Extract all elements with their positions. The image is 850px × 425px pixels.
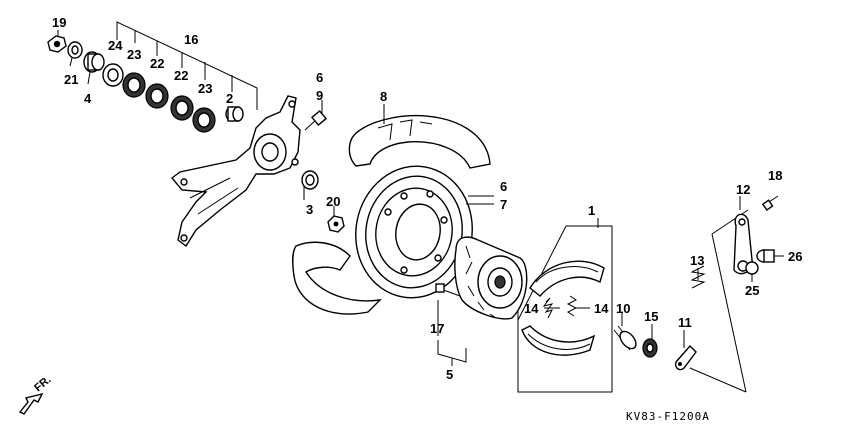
callout-21: 21 xyxy=(64,72,78,87)
nut-19 xyxy=(47,35,67,53)
callout-2: 2 xyxy=(226,91,233,106)
brake-drum xyxy=(435,236,528,320)
collar-2 xyxy=(225,106,244,122)
front-direction-arrow: FR. xyxy=(18,374,54,415)
callout-10: 10 xyxy=(616,301,630,316)
callout-7: 7 xyxy=(500,197,507,212)
diagram-code: KV83-F1200A xyxy=(626,410,710,423)
callout-12: 12 xyxy=(736,182,750,197)
bearing-23b xyxy=(192,107,216,133)
callout-13: 13 xyxy=(690,253,704,268)
bolt-9 xyxy=(304,109,328,131)
callout-23b: 23 xyxy=(198,81,212,96)
indicator-11 xyxy=(674,344,697,371)
leader-lines xyxy=(57,30,784,348)
callout-6b: 6 xyxy=(500,179,507,194)
callout-4: 4 xyxy=(84,91,92,106)
callout-14b: 14 xyxy=(594,301,609,316)
callout-24: 24 xyxy=(108,38,123,53)
brake-shoe-lower xyxy=(521,325,596,356)
seal-24 xyxy=(102,63,124,87)
seal-15 xyxy=(642,338,658,358)
bracket-16 xyxy=(116,21,258,110)
brake-shoe-upper xyxy=(529,260,605,297)
callout-14a: 14 xyxy=(524,301,539,316)
callout-8: 8 xyxy=(380,89,387,104)
callout-19: 19 xyxy=(52,15,66,30)
callout-11: 11 xyxy=(678,315,692,330)
brake-cam-10 xyxy=(613,325,637,351)
callout-22a: 22 xyxy=(150,56,164,71)
callout-22b: 22 xyxy=(174,68,188,83)
brake-arm-12 xyxy=(733,213,753,275)
callout-9: 9 xyxy=(316,88,323,103)
callout-16: 16 xyxy=(184,32,198,47)
callout-6a: 6 xyxy=(316,70,323,85)
collar-25 xyxy=(745,261,759,275)
bearing-22b xyxy=(170,95,194,121)
callout-26: 26 xyxy=(788,249,802,264)
bracket-12 xyxy=(689,196,749,393)
callout-17: 17 xyxy=(430,321,444,336)
callout-25: 25 xyxy=(745,283,759,298)
callout-23a: 23 xyxy=(127,47,141,62)
spring-14b xyxy=(566,295,578,317)
direction-label: FR. xyxy=(32,374,53,395)
rear-swing-arm xyxy=(170,95,301,248)
callout-20: 20 xyxy=(326,194,340,209)
bearing-22a xyxy=(145,83,169,109)
callout-1: 1 xyxy=(588,203,595,218)
callout-18: 18 xyxy=(768,168,782,183)
callout-5: 5 xyxy=(446,367,453,382)
nut-20 xyxy=(327,215,345,233)
bracket-5 xyxy=(437,300,467,366)
washer-21 xyxy=(67,41,83,59)
spring-14a xyxy=(542,297,554,319)
callout-3: 3 xyxy=(306,202,313,217)
collar-4 xyxy=(83,51,105,73)
callout-15: 15 xyxy=(644,309,658,324)
pin-26 xyxy=(756,249,775,263)
tire-8-upper xyxy=(348,114,491,169)
collar-3 xyxy=(301,170,319,190)
bearing-23a xyxy=(122,72,146,98)
tire-8-lower xyxy=(291,241,382,315)
bolt-18 xyxy=(761,195,779,211)
bracket-1 xyxy=(517,218,613,393)
